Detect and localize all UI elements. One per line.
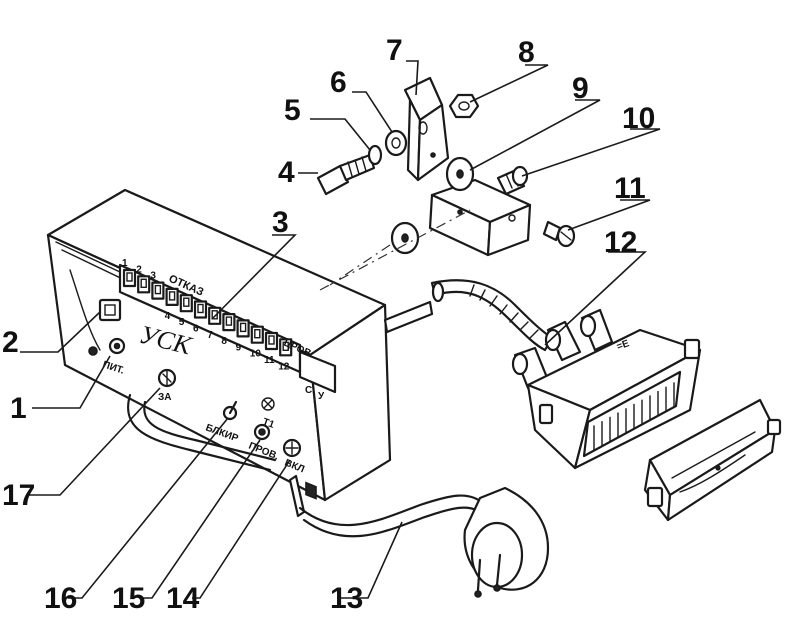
channel-number: 6 [193,324,199,335]
fault-lamp-lens [140,278,147,288]
fault-lamp-lens [168,291,176,301]
carry-handle [127,393,277,472]
fault-lamp [179,294,193,313]
channel-number: 12 [278,361,290,372]
callout-6: 6 [330,66,347,99]
mounting-bracket-lower [428,178,532,257]
power-toggle[interactable] [108,337,126,355]
fault-lamp-lens [183,297,190,307]
channel-number: 10 [250,349,262,360]
power-plug [463,486,550,598]
callout-12: 12 [604,226,637,259]
screw [542,220,576,248]
fault-lamp-lens [239,322,247,333]
fault-lamp [165,287,179,306]
channel-number: 7 [207,330,213,341]
callout-17: 17 [2,479,35,512]
bolt [316,153,376,196]
callout-16: 16 [44,582,77,615]
callout-2: 2 [2,326,19,359]
callout-leaders [20,60,661,599]
label-t1: Т1 [261,416,276,430]
connector-mark: =E [615,338,631,353]
fuse-holder[interactable] [282,438,302,458]
callout-15: 15 [112,582,145,615]
channel-number: 5 [179,317,185,328]
fault-lamp-lens [282,341,289,351]
callout-9: 9 [572,72,589,105]
callout-3: 3 [272,206,289,239]
callout-4: 4 [278,156,295,189]
callout-13: 13 [330,582,363,615]
channel-number: 3 [150,271,156,282]
knob-za[interactable] [157,368,177,388]
fault-lamp [264,331,279,351]
power-cord [288,474,487,538]
callout-8: 8 [518,36,535,69]
bolt-short [496,165,529,196]
fault-lamp-lens [254,329,261,339]
callout-14: 14 [166,582,200,615]
fault-lamp [236,319,250,338]
channel-number: 1 [122,258,128,269]
fault-lamp-lens [154,284,162,295]
fault-lamp [279,338,293,357]
channel-number: 9 [236,342,242,353]
channel-number: 2 [136,264,142,275]
data-cable [383,279,554,352]
callout-10: 10 [622,102,655,135]
fault-lamp [193,300,208,319]
flat-washer [384,129,408,157]
rubber-washer-lower [390,221,420,255]
connector-cover [643,398,782,522]
fault-lamp [122,268,137,288]
label-za: ЗА [158,392,172,403]
fault-lamp [222,313,236,332]
callout-5: 5 [284,94,301,127]
side-label-c: С [305,385,312,396]
channel-number: 4 [165,311,171,322]
callout-7: 7 [386,34,403,67]
rubber-washer [445,156,475,192]
multipin-connector: =E [511,308,702,470]
mounting-bracket-upper [403,76,450,182]
channel-number: 8 [221,336,227,347]
nut [448,93,480,119]
power-switch[interactable] [98,298,122,322]
fault-lamp-lens [268,335,275,345]
lamp-vkl [261,397,275,411]
fault-lamp-lens [126,272,133,282]
switch-urov[interactable] [253,423,271,441]
callout-11: 11 [614,172,646,205]
side-label-u: У [318,391,325,402]
fault-lamp-lens [225,316,233,326]
spring-washer [367,144,383,166]
indicator-panel [118,263,337,500]
callout-1: 1 [10,392,27,425]
fault-lamp [250,325,264,344]
indicator-dot [88,346,98,356]
fault-lamp [137,275,151,294]
toggle-blokir[interactable] [222,400,238,421]
channel-number: 11 [264,355,275,366]
fault-lamp [151,281,165,300]
fault-lamp-lens [197,303,204,314]
